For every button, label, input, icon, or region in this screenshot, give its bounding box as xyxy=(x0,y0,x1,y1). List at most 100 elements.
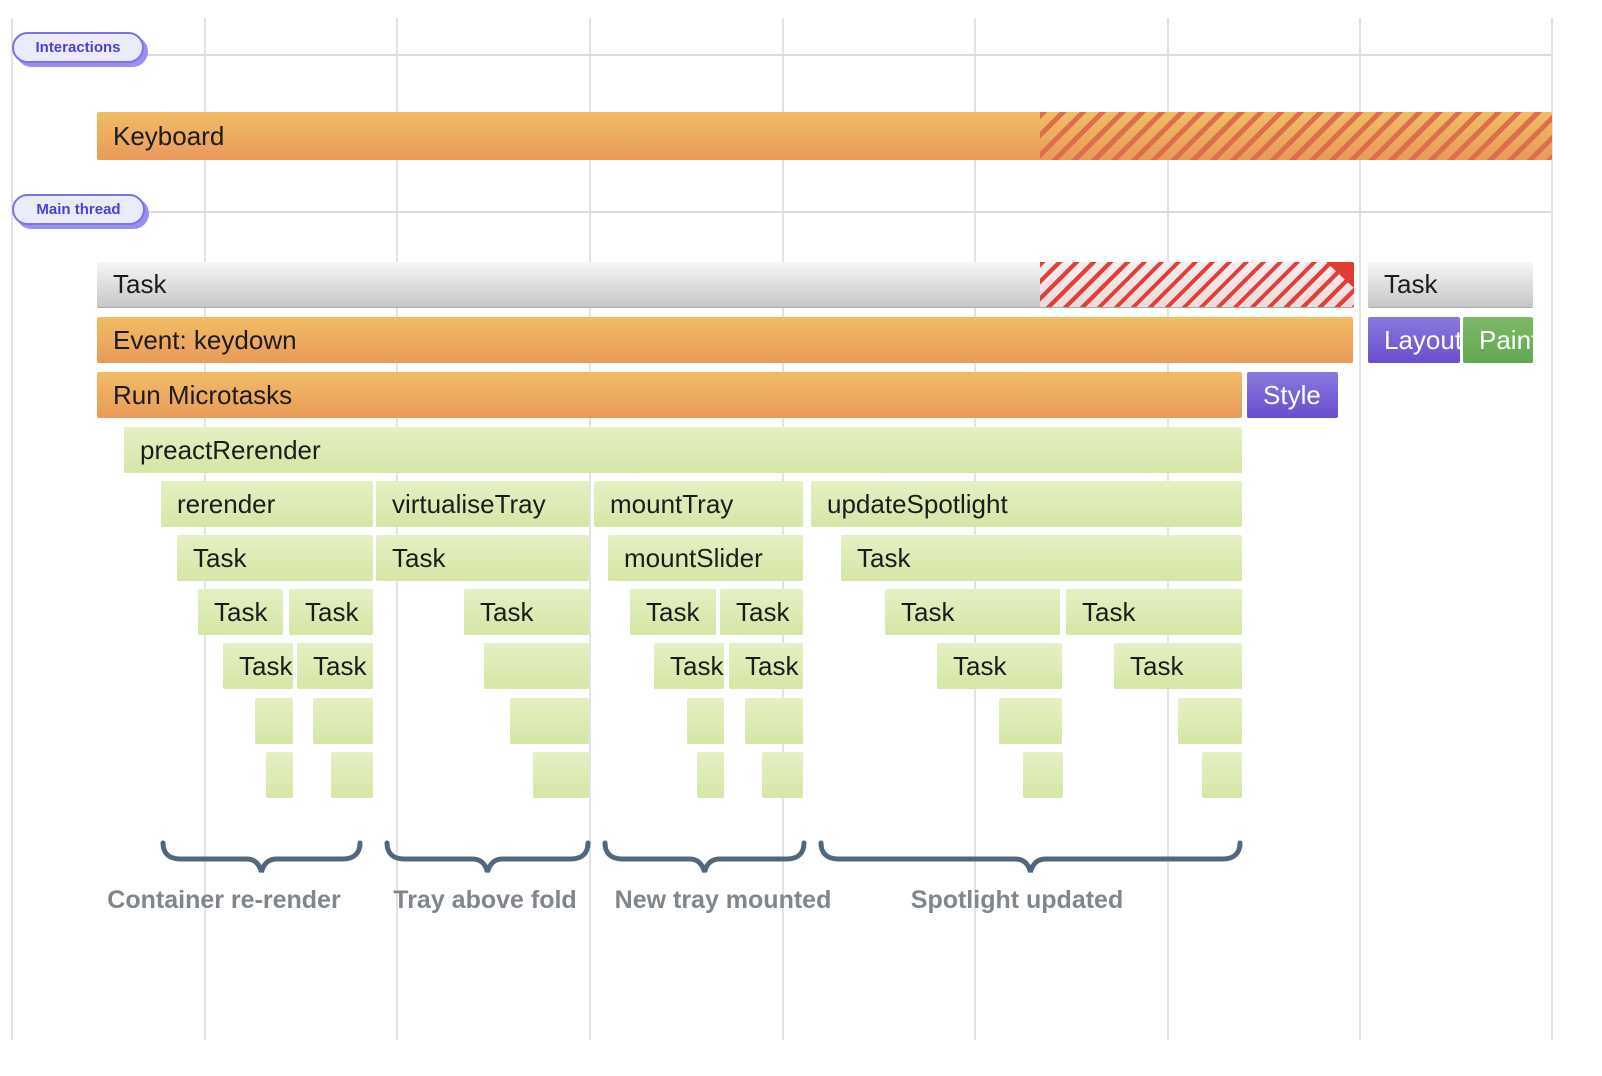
brace-path xyxy=(818,840,1243,873)
flame-bar-task[interactable]: Task xyxy=(937,643,1062,689)
flame-bar-paint[interactable]: Paint xyxy=(1463,317,1533,363)
flame-bar-label: Run Microtasks xyxy=(113,379,293,410)
long-task-warning-corner-icon xyxy=(1326,262,1354,288)
flame-bar-label: Style xyxy=(1263,379,1321,410)
flame-bar-label: Task xyxy=(239,650,293,681)
flame-bar-label: updateSpotlight xyxy=(827,488,1008,519)
flame-bar-rerender[interactable]: rerender xyxy=(161,481,373,527)
flame-bar-task[interactable]: Task xyxy=(630,589,716,635)
interactions-track-pill[interactable]: Interactions xyxy=(12,32,144,63)
annotation-label-spotlight-updated: Spotlight updated xyxy=(910,886,1124,914)
flame-bar-event-keydown[interactable]: Event: keydown xyxy=(97,317,1353,363)
flame-bar-task[interactable]: Task xyxy=(654,643,724,689)
track-separator-line xyxy=(14,211,1551,213)
flame-bar-keyboard[interactable]: Keyboard xyxy=(97,112,1552,160)
flame-bar-label: Layout xyxy=(1384,324,1460,355)
annotation-label-new-tray-mounted: New tray mounted xyxy=(614,886,832,914)
main-thread-track-label: Main thread xyxy=(36,201,121,218)
flame-bar-unlabeled[interactable] xyxy=(1202,752,1242,798)
flame-bar-label: Paint xyxy=(1479,324,1533,355)
grid-vline xyxy=(1359,18,1361,1040)
flame-bar-layout[interactable]: Layout xyxy=(1368,317,1460,363)
flame-bar-style[interactable]: Style xyxy=(1247,372,1338,418)
grid-vline xyxy=(589,18,591,1040)
flame-bar-mountslider[interactable]: mountSlider xyxy=(608,535,803,581)
annotation-label-container-re-render: Container re-render xyxy=(107,886,341,914)
flame-bar-task[interactable]: Task xyxy=(297,643,373,689)
flame-bar-task[interactable]: Task xyxy=(376,535,589,581)
flame-bar-task[interactable]: Task xyxy=(885,589,1060,635)
flame-bar-task[interactable]: Task xyxy=(97,262,1354,308)
flame-bar-virtualisetray[interactable]: virtualiseTray xyxy=(376,481,589,527)
grid-vline xyxy=(974,18,976,1040)
flame-bar-task[interactable]: Task xyxy=(289,589,373,635)
flame-bar-label: Task xyxy=(193,542,247,573)
flame-bar-unlabeled[interactable] xyxy=(1178,698,1242,744)
brace-new-tray-mounted xyxy=(602,840,807,873)
flame-bar-updatespotlight[interactable]: updateSpotlight xyxy=(811,481,1242,527)
flame-bar-preactrerender[interactable]: preactRerender xyxy=(124,427,1242,473)
flame-bar-unlabeled[interactable] xyxy=(533,752,589,798)
flame-bar-task[interactable]: Task xyxy=(841,535,1242,581)
flame-bar-label: preactRerender xyxy=(140,434,321,465)
flame-bar-task[interactable]: Task xyxy=(1066,589,1242,635)
flame-bar-unlabeled[interactable] xyxy=(266,752,293,798)
flame-bar-unlabeled[interactable] xyxy=(762,752,803,798)
brace-path xyxy=(384,840,591,873)
flame-bar-label: Task xyxy=(305,596,359,627)
flame-bar-label: Task xyxy=(646,596,700,627)
flame-bar-task[interactable]: Task xyxy=(1114,643,1242,689)
flame-bar-task[interactable]: Task xyxy=(464,589,589,635)
flame-bar-unlabeled[interactable] xyxy=(484,643,589,689)
flame-bar-label: Task xyxy=(953,650,1007,681)
flame-bar-task[interactable]: Task xyxy=(1368,262,1533,308)
flame-bar-label: Event: keydown xyxy=(113,324,297,355)
flame-bar-task[interactable]: Task xyxy=(177,535,373,581)
brace-container-re-render xyxy=(160,840,363,873)
flame-bar-task[interactable]: Task xyxy=(729,643,803,689)
flame-bar-unlabeled[interactable] xyxy=(687,698,724,744)
flame-bar-task[interactable]: Task xyxy=(223,643,293,689)
flame-bar-task[interactable]: Task xyxy=(198,589,283,635)
grid-vline xyxy=(11,18,13,1040)
flame-bar-unlabeled[interactable] xyxy=(697,752,724,798)
brace-path xyxy=(602,840,807,873)
flame-bar-label: mountTray xyxy=(610,488,734,519)
grid-vline xyxy=(1167,18,1169,1040)
flame-bar-run-microtasks[interactable]: Run Microtasks xyxy=(97,372,1242,418)
flame-bar-label: Task xyxy=(113,269,167,299)
flame-bar-label: Task xyxy=(736,596,790,627)
flame-bar-task[interactable]: Task xyxy=(720,589,803,635)
brace-tray-above-fold xyxy=(384,840,591,873)
grid-vline xyxy=(204,18,206,1040)
flame-bar-unlabeled[interactable] xyxy=(1023,752,1063,798)
flame-bar-label: Task xyxy=(745,650,799,681)
flame-bar-label: rerender xyxy=(177,488,276,519)
annotation-label-tray-above-fold: Tray above fold xyxy=(393,886,577,914)
long-task-hatch xyxy=(1040,112,1552,160)
flame-bar-label: virtualiseTray xyxy=(392,488,546,519)
flame-bar-unlabeled[interactable] xyxy=(255,698,293,744)
flame-bar-label: Task xyxy=(1130,650,1184,681)
flame-bar-label: Task xyxy=(313,650,367,681)
grid-vline xyxy=(396,18,398,1040)
flame-bar-label: Task xyxy=(214,596,268,627)
flame-bar-label: Task xyxy=(857,542,911,573)
long-task-hatch xyxy=(1040,262,1354,307)
flame-bar-unlabeled[interactable] xyxy=(999,698,1062,744)
grid-vline xyxy=(1551,18,1553,1040)
brace-spotlight-updated xyxy=(818,840,1243,873)
flame-bar-label: Task xyxy=(901,596,955,627)
flame-bar-label: mountSlider xyxy=(624,542,763,573)
interactions-track-label: Interactions xyxy=(35,39,121,56)
flame-bar-mounttray[interactable]: mountTray xyxy=(594,481,803,527)
flame-bar-label: Keyboard xyxy=(113,120,225,151)
flame-bar-unlabeled[interactable] xyxy=(331,752,373,798)
flame-bar-unlabeled[interactable] xyxy=(745,698,803,744)
flame-bar-unlabeled[interactable] xyxy=(313,698,373,744)
brace-path xyxy=(160,840,363,873)
main-thread-track-pill[interactable]: Main thread xyxy=(12,194,145,225)
flame-bar-unlabeled[interactable] xyxy=(510,698,589,744)
flame-bar-label: Task xyxy=(480,596,534,627)
